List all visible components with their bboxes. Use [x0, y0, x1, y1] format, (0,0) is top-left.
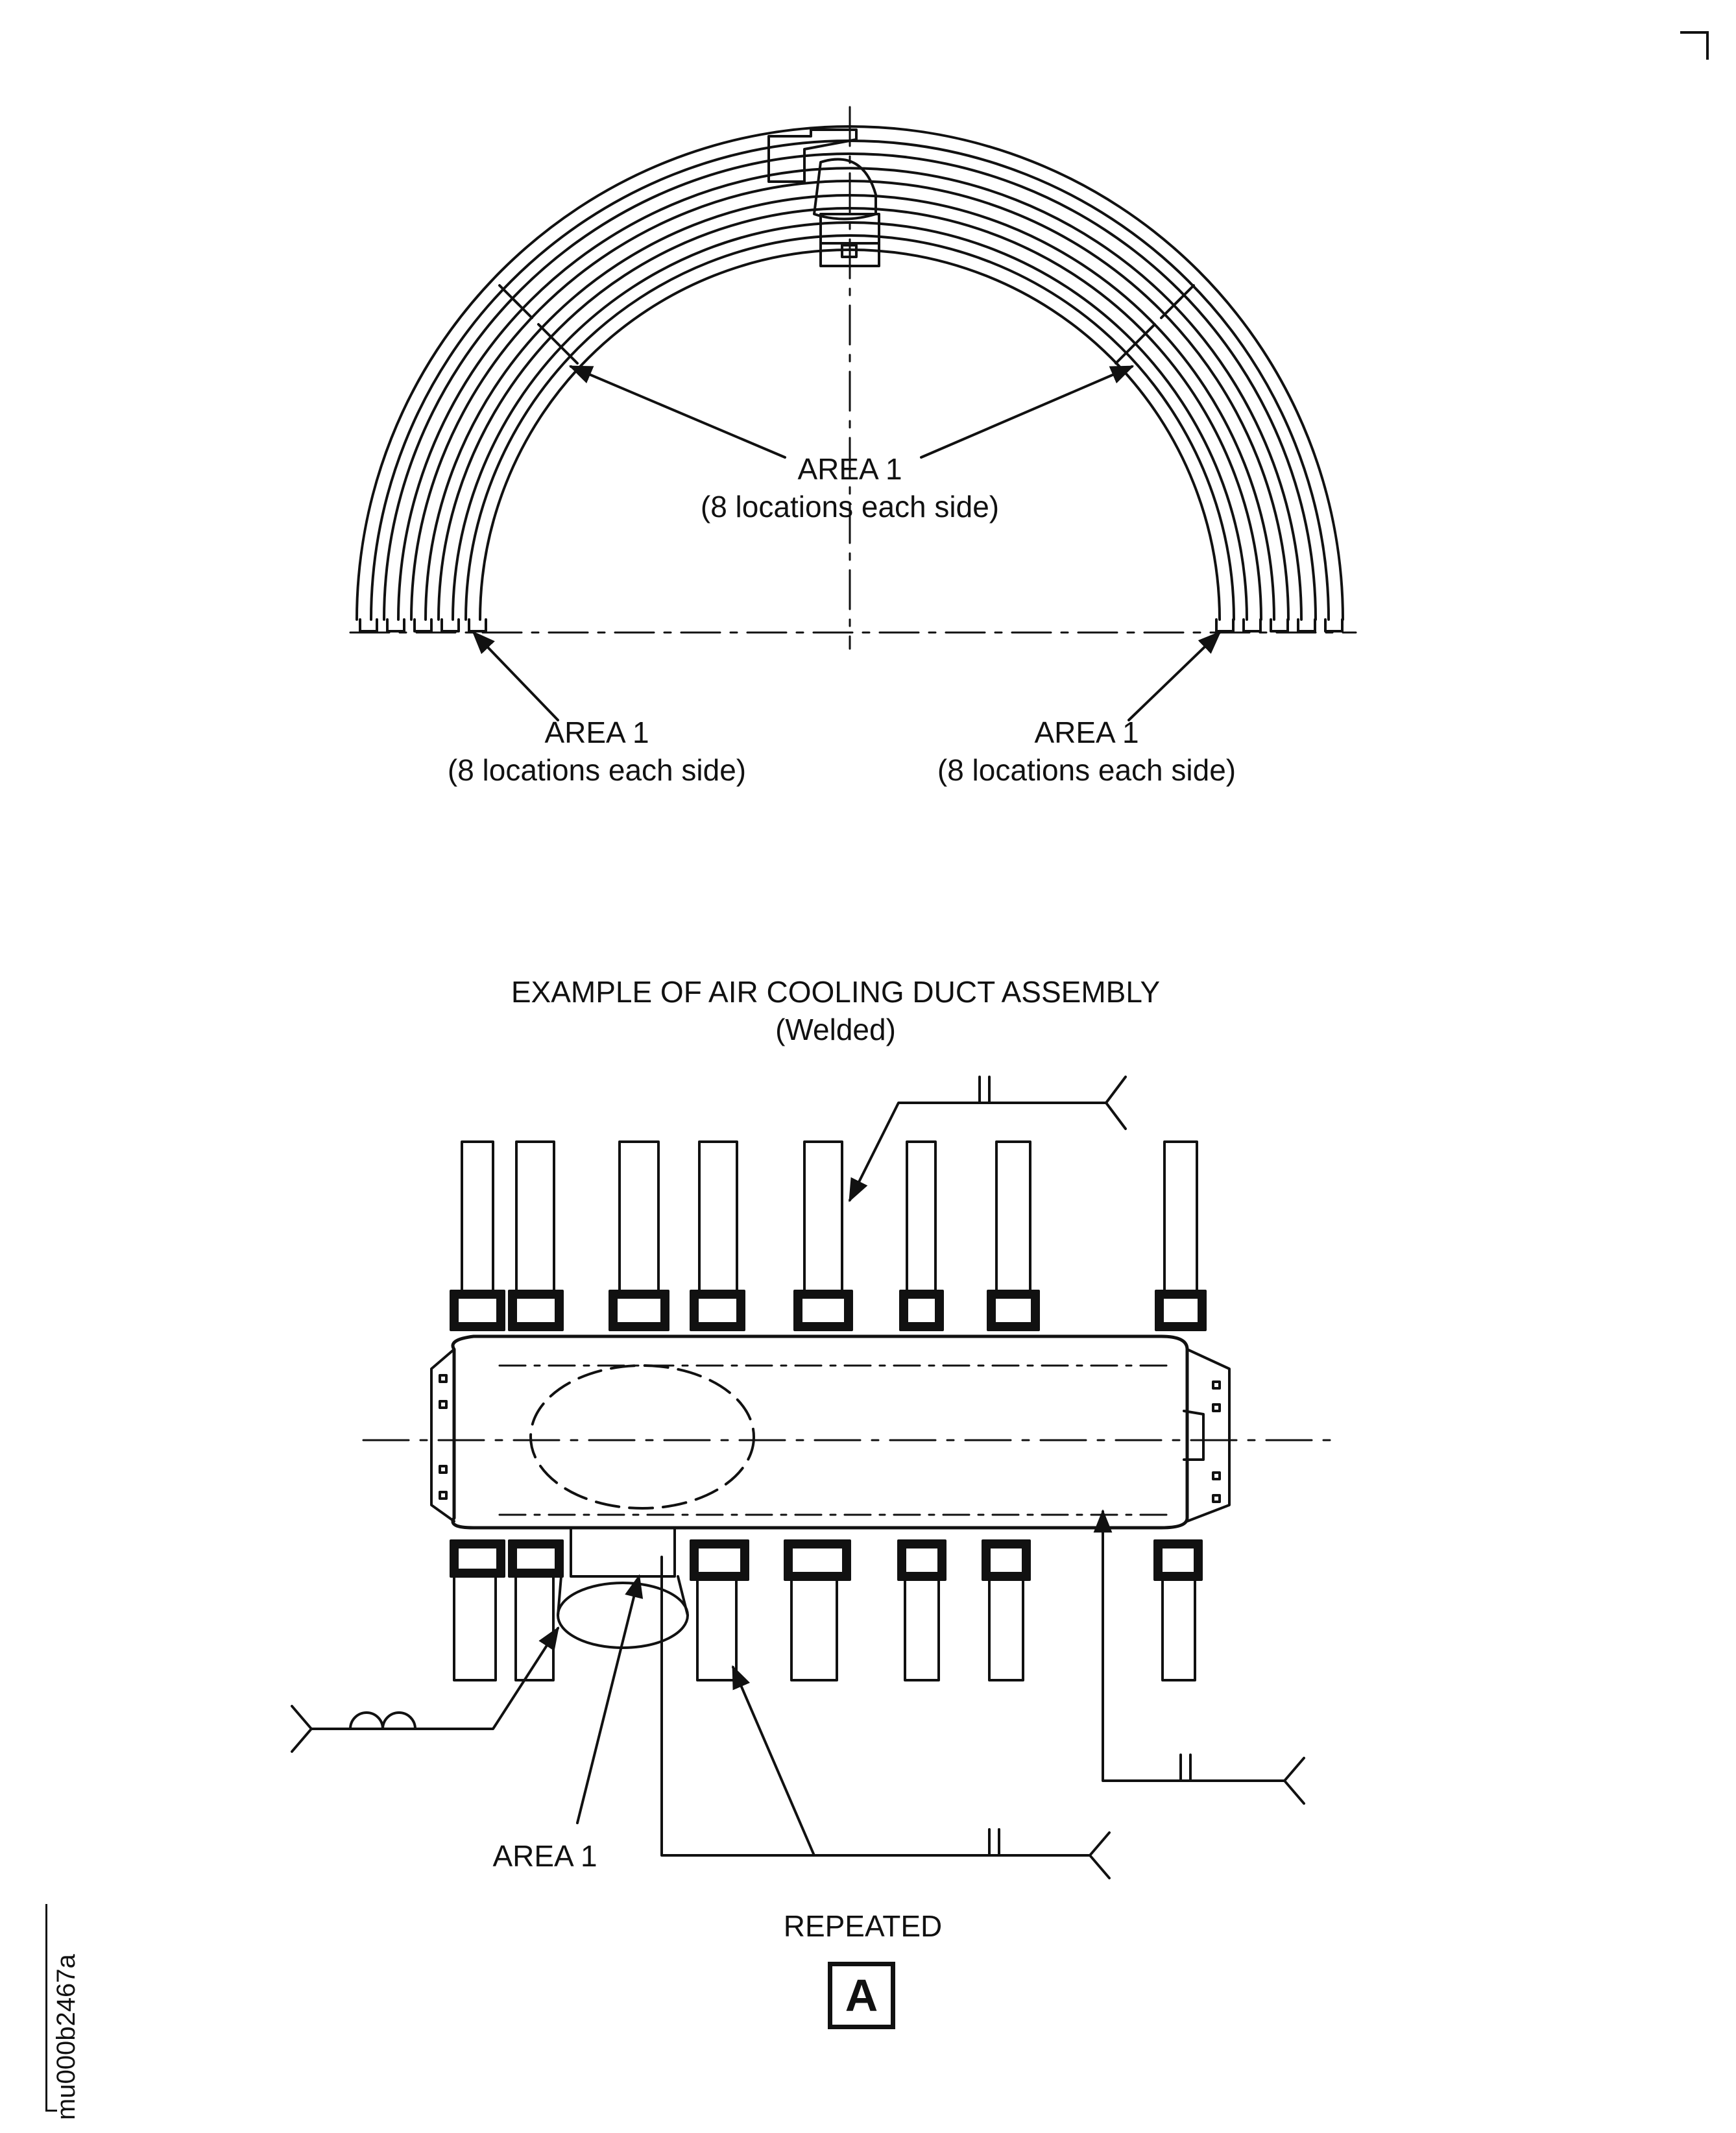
- callout-ring-top: AREA 1 (8 locations each side): [662, 450, 1038, 525]
- figure-caption: EXAMPLE OF AIR COOLING DUCT ASSEMBLY (We…: [414, 973, 1257, 1048]
- inspection-ellipse: [529, 1364, 755, 1510]
- callout-ring-right: AREA 1 (8 locations each side): [898, 714, 1275, 789]
- arrow-ring-top-left: [568, 365, 786, 459]
- duct-manifold-view: [291, 1076, 1331, 1879]
- reference-code: mu000b2467a: [52, 1954, 80, 2120]
- figure-caption-title: EXAMPLE OF AIR COOLING DUCT ASSEMBLY: [511, 975, 1161, 1009]
- callout-ring-left-line2: (8 locations each side): [447, 753, 747, 787]
- tube-ends-left: [359, 618, 487, 633]
- repeated-label: REPEATED: [783, 1909, 943, 1943]
- lower-duct-row: [450, 1526, 1203, 1681]
- tube-ends-right: [1215, 618, 1344, 633]
- callout-ring-left-line1: AREA 1: [544, 716, 649, 749]
- sheet-corner-mark: [1680, 31, 1709, 60]
- arrow-ring-top-right: [920, 365, 1135, 459]
- weld-joints-ring: [498, 284, 1195, 365]
- duct-ring-view: [349, 106, 1357, 721]
- detail-letter-box: A: [828, 1962, 895, 2029]
- ring-top-manifold: [767, 128, 880, 267]
- weld-leaders: [291, 1076, 1305, 1879]
- figure-caption-subtitle: (Welded): [775, 1013, 896, 1046]
- manifold-body: [451, 1334, 1189, 1530]
- callout-ring-right-line1: AREA 1: [1034, 716, 1139, 749]
- reference-tick-foot: [45, 2110, 57, 2112]
- callout-ring-left: AREA 1 (8 locations each side): [409, 714, 785, 789]
- callout-manifold-area: AREA 1: [492, 1839, 597, 1873]
- arrow-ring-bottom-left: [472, 631, 559, 721]
- callout-ring-right-line2: (8 locations each side): [937, 753, 1236, 787]
- upper-duct-row: [450, 1140, 1207, 1331]
- arrow-ring-bottom-right: [1127, 631, 1222, 721]
- callout-ring-top-line1: AREA 1: [797, 452, 902, 486]
- flange-right: [1186, 1348, 1231, 1523]
- flange-left: [430, 1348, 455, 1523]
- duct-tubes: [356, 125, 1344, 621]
- reference-tick: [45, 1904, 47, 2112]
- callout-ring-top-line2: (8 locations each side): [700, 490, 1000, 524]
